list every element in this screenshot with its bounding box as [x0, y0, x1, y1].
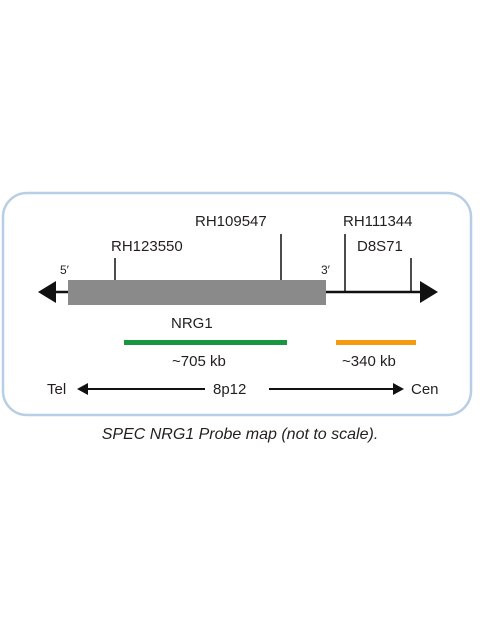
cen-label: Cen [411, 381, 439, 398]
probe-size-label-green: ~705 kb [172, 353, 226, 370]
probe-bar-green [124, 340, 287, 345]
cen-arrowhead-icon [393, 383, 404, 395]
probe-bar-orange [336, 340, 416, 345]
tel-label: Tel [47, 381, 66, 398]
marker-label-rh111344: RH111344 [343, 213, 413, 230]
three-prime-label: 3′ [321, 263, 331, 277]
figure-caption: SPEC NRG1 Probe map (not to scale). [102, 426, 379, 443]
tel-arrowhead-icon [77, 383, 88, 395]
gene-label: NRG1 [171, 315, 213, 332]
left-arrowhead-icon [38, 281, 56, 303]
five-prime-label: 5′ [60, 263, 70, 277]
probe-size-label-orange: ~340 kb [342, 353, 396, 370]
diagram-frame [1, 191, 473, 417]
marker-label-d8s71: D8S71 [357, 238, 403, 255]
marker-label-rh123550: RH123550 [111, 238, 183, 255]
band-label: 8p12 [213, 381, 246, 398]
gene-box [68, 280, 326, 305]
right-arrowhead-icon [420, 281, 438, 303]
marker-label-rh109547: RH109547 [195, 213, 267, 230]
